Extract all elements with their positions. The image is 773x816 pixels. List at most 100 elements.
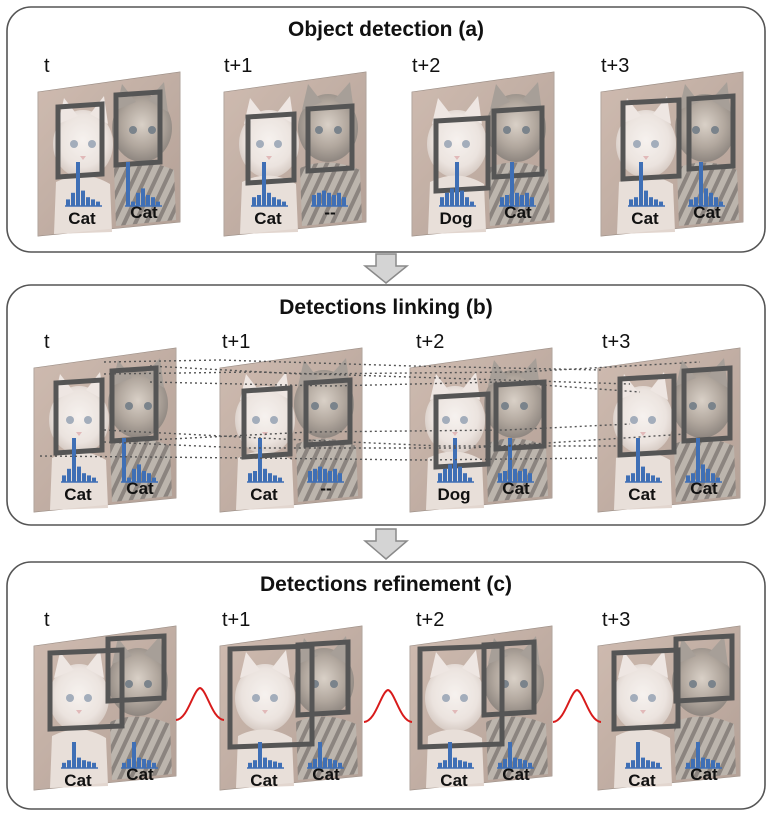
histogram-bar xyxy=(644,190,648,206)
histogram-bar xyxy=(686,762,690,768)
kitten-eye xyxy=(330,402,338,410)
white-kitten xyxy=(613,386,673,454)
histogram-bar xyxy=(253,471,257,482)
white-kitten xyxy=(425,386,485,454)
link-line xyxy=(149,381,641,393)
tabby-kitten-ear xyxy=(676,638,696,664)
histogram-bar xyxy=(639,162,643,206)
histogram-bar xyxy=(651,475,655,482)
link-line xyxy=(103,433,687,449)
frame-fade xyxy=(34,626,176,790)
histogram-bar xyxy=(646,760,650,768)
histogram-bar xyxy=(257,195,261,206)
class-label: Cat xyxy=(312,765,340,784)
histogram-bar xyxy=(528,762,532,768)
histogram-bar xyxy=(631,473,635,482)
histogram-bar xyxy=(513,468,517,482)
histogram-bar xyxy=(523,760,527,768)
kitten-nose xyxy=(643,156,649,160)
histogram-bar xyxy=(498,762,502,768)
histogram-bar xyxy=(66,199,70,206)
panel-title-object-detection: Object detection (a) xyxy=(288,18,484,41)
histogram-bar xyxy=(62,475,66,482)
histogram-bar xyxy=(508,438,512,482)
histogram-bar xyxy=(82,760,86,768)
tabby-kitten-ear xyxy=(302,84,322,110)
histogram-bar xyxy=(142,758,146,768)
detection-box xyxy=(417,643,505,750)
histogram-bar xyxy=(342,197,346,206)
histogram-bar xyxy=(268,473,272,482)
histogram-bar xyxy=(445,192,449,206)
histogram-bar xyxy=(455,162,459,206)
down-arrow-icon xyxy=(362,528,410,560)
histogram-bar xyxy=(263,757,267,768)
histogram-bar xyxy=(131,201,135,206)
kitten-nose xyxy=(76,432,82,436)
histogram-bar xyxy=(646,473,650,482)
histogram-bar xyxy=(699,162,703,206)
class-label: Cat xyxy=(631,209,659,228)
kitten-eye xyxy=(252,416,260,424)
histogram-bar xyxy=(268,760,272,768)
histogram-bar xyxy=(470,201,474,206)
kitten-eye xyxy=(711,126,719,134)
tabby-kitten-ear xyxy=(522,82,542,112)
white-kitten-ear xyxy=(650,650,668,678)
kitten-nose xyxy=(266,156,272,160)
kitten-eye xyxy=(84,416,92,424)
histogram-bar xyxy=(458,466,462,482)
histogram-bar xyxy=(86,197,90,206)
panel-detections-refinement-frame xyxy=(6,561,766,810)
histogram-bar xyxy=(82,473,86,482)
kitten-eye xyxy=(66,694,74,702)
kitten-eye xyxy=(633,140,641,148)
white-kitten-ear xyxy=(618,652,638,678)
histogram-bar xyxy=(87,761,91,768)
histogram-bar xyxy=(631,760,635,768)
histogram-bar xyxy=(156,201,160,206)
histogram-bar xyxy=(508,742,512,768)
histogram-bar xyxy=(127,758,131,768)
video-frame: Cat-- xyxy=(219,347,363,513)
kitten-eye xyxy=(274,140,282,148)
histogram-bar xyxy=(448,464,452,482)
histogram-bar xyxy=(520,195,524,206)
histogram-bar xyxy=(711,760,715,768)
detection-box xyxy=(227,643,315,750)
time-label: t+1 xyxy=(224,55,252,77)
class-label: Cat xyxy=(64,485,92,504)
histogram-bar xyxy=(282,201,286,206)
kitten-eye xyxy=(503,126,511,134)
white-kitten-ear xyxy=(432,98,452,124)
frame-fade xyxy=(410,626,552,790)
histogram-bar xyxy=(76,162,80,206)
kitten-eye xyxy=(442,694,450,702)
detection-box xyxy=(245,111,297,186)
detection-box xyxy=(491,105,545,180)
time-label: t+2 xyxy=(416,331,444,353)
histogram-bar xyxy=(709,192,713,206)
time-label: t+1 xyxy=(222,331,250,353)
histogram-bar xyxy=(62,762,66,768)
histogram-bar xyxy=(696,742,700,768)
histogram-bar xyxy=(67,760,71,768)
histogram-bar xyxy=(77,757,81,768)
histogram-bar xyxy=(530,197,534,206)
histogram-bar xyxy=(96,201,100,206)
histogram-bar xyxy=(716,477,720,482)
class-label: Cat xyxy=(628,485,656,504)
histogram-bar xyxy=(272,197,276,206)
down-arrow-icon xyxy=(362,253,410,284)
class-label: -- xyxy=(320,479,331,498)
histogram-bar xyxy=(438,473,442,482)
histogram-bar xyxy=(278,477,282,482)
histogram-bar xyxy=(701,464,705,482)
kitten-eye xyxy=(460,694,468,702)
histogram-bar xyxy=(308,762,312,768)
kitten-eye xyxy=(270,416,278,424)
link-line xyxy=(103,429,620,447)
detection-box xyxy=(686,93,736,172)
